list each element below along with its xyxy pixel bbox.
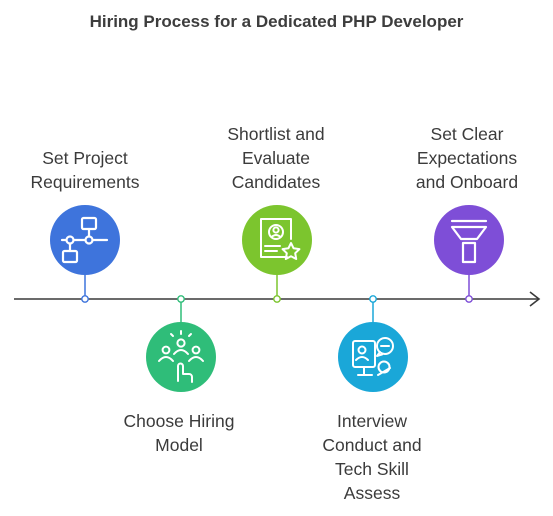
step-3-marker — [273, 295, 281, 303]
step-1-label-line: Set Project — [42, 148, 128, 168]
step-3-label-line: Evaluate — [241, 148, 311, 168]
step-4-label-line: Conduct and — [322, 435, 422, 455]
step-3-label: Shortlist and Evaluate Candidates — [206, 122, 346, 194]
team-selection-icon — [146, 322, 216, 392]
step-2-label-line: Model — [155, 435, 203, 455]
step-5-label-line: Set Clear — [430, 124, 504, 144]
step-3-label-line: Candidates — [231, 172, 321, 192]
step-2-label-line: Choose Hiring — [123, 411, 235, 431]
flowchart-icon — [50, 205, 120, 275]
step-4-label-line: Tech Skill — [335, 459, 409, 479]
step-1-label: Set Project Requirements — [15, 146, 155, 194]
diagram-title: Hiring Process for a Dedicated PHP Devel… — [89, 12, 464, 31]
step-5-marker — [465, 295, 473, 303]
candidate-profile-star-icon — [242, 205, 312, 275]
step-4-marker — [369, 295, 377, 303]
step-5-label-line: Expectations — [416, 148, 518, 168]
step-2-label: Choose Hiring Model — [109, 409, 249, 457]
step-1-marker — [81, 295, 89, 303]
step-4-label-line: Assess — [343, 483, 401, 503]
step-4-label-line: Interview — [336, 411, 408, 431]
timeline-arrowhead — [529, 291, 541, 307]
video-interview-icon — [338, 322, 408, 392]
step-1-label-line: Requirements — [30, 172, 140, 192]
funnel-icon — [434, 205, 504, 275]
step-5-label: Set Clear Expectations and Onboard — [397, 122, 537, 194]
step-3-label-line: Shortlist and — [227, 124, 325, 144]
step-4-label: Interview Conduct and Tech Skill Assess — [302, 409, 442, 505]
step-2-marker — [177, 295, 185, 303]
step-5-label-line: and Onboard — [415, 172, 519, 192]
